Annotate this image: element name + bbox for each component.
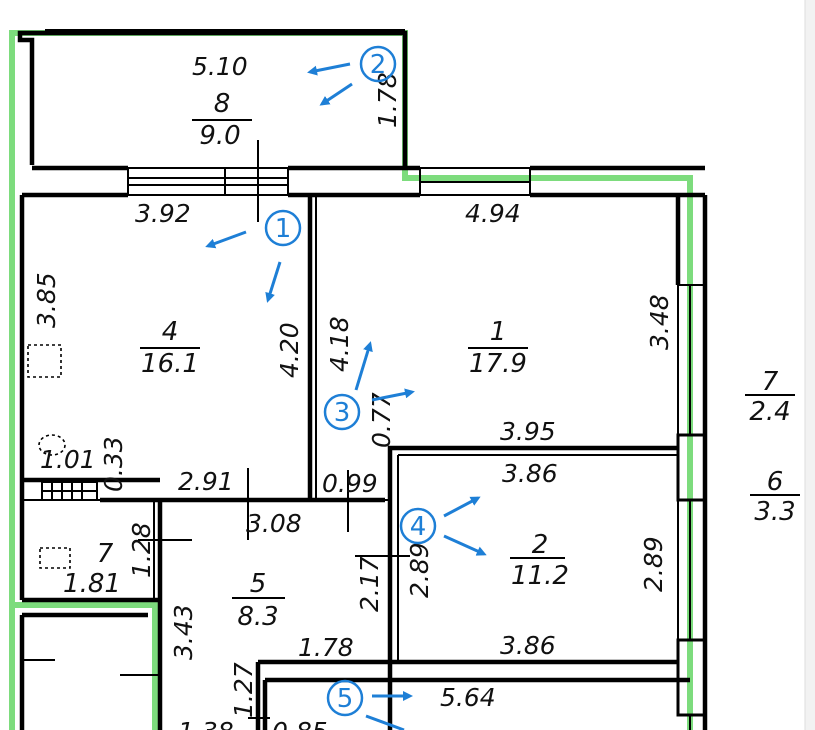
dim-4.20: 4.20 bbox=[275, 322, 304, 378]
room-5-label: 5 8.3 bbox=[232, 569, 285, 632]
dimension-labels: 5.10 1.78 3.92 4.94 3.85 4.20 4.18 3.48 … bbox=[32, 52, 674, 730]
marker-5[interactable]: 5 bbox=[326, 679, 413, 730]
dim-3.43: 3.43 bbox=[169, 604, 198, 660]
room-2-label: 2 11.2 bbox=[510, 530, 569, 591]
svg-text:1.81: 1.81 bbox=[63, 569, 121, 599]
svg-text:8.3: 8.3 bbox=[237, 602, 278, 632]
svg-text:2.4: 2.4 bbox=[749, 397, 790, 427]
svg-text:7: 7 bbox=[762, 367, 779, 397]
dim-2.89-right: 2.89 bbox=[639, 536, 668, 592]
dim-5.64: 5.64 bbox=[440, 683, 496, 712]
dim-3.92: 3.92 bbox=[135, 199, 191, 228]
marker-3[interactable]: 3 bbox=[323, 341, 415, 431]
dim-3.08: 3.08 bbox=[246, 509, 302, 538]
room-4-label: 4 16.1 bbox=[140, 317, 200, 379]
svg-text:11.2: 11.2 bbox=[511, 561, 569, 591]
svg-text:4: 4 bbox=[410, 512, 427, 542]
svg-text:2: 2 bbox=[370, 50, 387, 80]
dim-2.89-left: 2.89 bbox=[405, 542, 434, 598]
svg-text:5: 5 bbox=[337, 684, 354, 714]
dim-3.48: 3.48 bbox=[645, 294, 674, 350]
svg-text:5: 5 bbox=[250, 569, 267, 599]
dim-1.01: 1.01 bbox=[40, 445, 96, 474]
svg-text:2: 2 bbox=[532, 530, 549, 560]
marker-4[interactable]: 4 bbox=[399, 496, 487, 556]
svg-text:7: 7 bbox=[97, 539, 114, 569]
dim-3.86-top: 3.86 bbox=[502, 459, 558, 488]
walls bbox=[17, 29, 708, 730]
dim-0.33: 0.33 bbox=[99, 436, 128, 492]
svg-text:1: 1 bbox=[490, 317, 507, 347]
dim-5.10: 5.10 bbox=[192, 52, 248, 81]
dim-1.28: 1.28 bbox=[127, 522, 156, 578]
scroll-edge bbox=[805, 0, 815, 730]
svg-text:17.9: 17.9 bbox=[469, 349, 527, 379]
dim-3.85: 3.85 bbox=[32, 272, 61, 328]
dim-0.85: 0.85 bbox=[272, 717, 328, 730]
dim-2.91: 2.91 bbox=[178, 467, 234, 496]
dim-3.95: 3.95 bbox=[500, 417, 556, 446]
room-labels: 8 9.0 4 16.1 1 17.9 2 11.2 5 8.3 7 1.81 bbox=[63, 89, 800, 632]
dim-0.77: 0.77 bbox=[367, 392, 396, 448]
svg-text:3: 3 bbox=[334, 398, 351, 428]
room-1-label: 1 17.9 bbox=[468, 317, 528, 379]
svg-text:9.0: 9.0 bbox=[199, 121, 240, 151]
dim-3.86-bottom: 3.86 bbox=[500, 631, 556, 660]
fixtures bbox=[27, 344, 98, 569]
dim-1.78-bottom: 1.78 bbox=[298, 633, 354, 662]
svg-text:8: 8 bbox=[214, 89, 231, 119]
room-8-label: 8 9.0 bbox=[192, 89, 252, 151]
dim-1.27: 1.27 bbox=[229, 662, 258, 718]
dim-4.94: 4.94 bbox=[465, 199, 521, 228]
dim-0.99: 0.99 bbox=[322, 469, 378, 498]
svg-text:6: 6 bbox=[767, 467, 784, 497]
svg-text:4: 4 bbox=[162, 317, 179, 347]
room-7-label: 7 1.81 bbox=[63, 539, 121, 599]
svg-text:1: 1 bbox=[275, 214, 292, 244]
svg-text:16.1: 16.1 bbox=[141, 349, 199, 379]
side-room-6-label: 6 3.3 bbox=[750, 467, 800, 527]
dim-2.17: 2.17 bbox=[355, 556, 384, 612]
side-room-7-label: 7 2.4 bbox=[745, 367, 795, 427]
dim-1.38: 1.38 bbox=[178, 717, 234, 730]
boundary-outline bbox=[9, 30, 693, 730]
svg-text:3.3: 3.3 bbox=[754, 497, 795, 527]
marker-2[interactable]: 2 bbox=[307, 45, 397, 106]
marker-1[interactable]: 1 bbox=[205, 209, 302, 303]
dim-4.18: 4.18 bbox=[325, 316, 354, 372]
